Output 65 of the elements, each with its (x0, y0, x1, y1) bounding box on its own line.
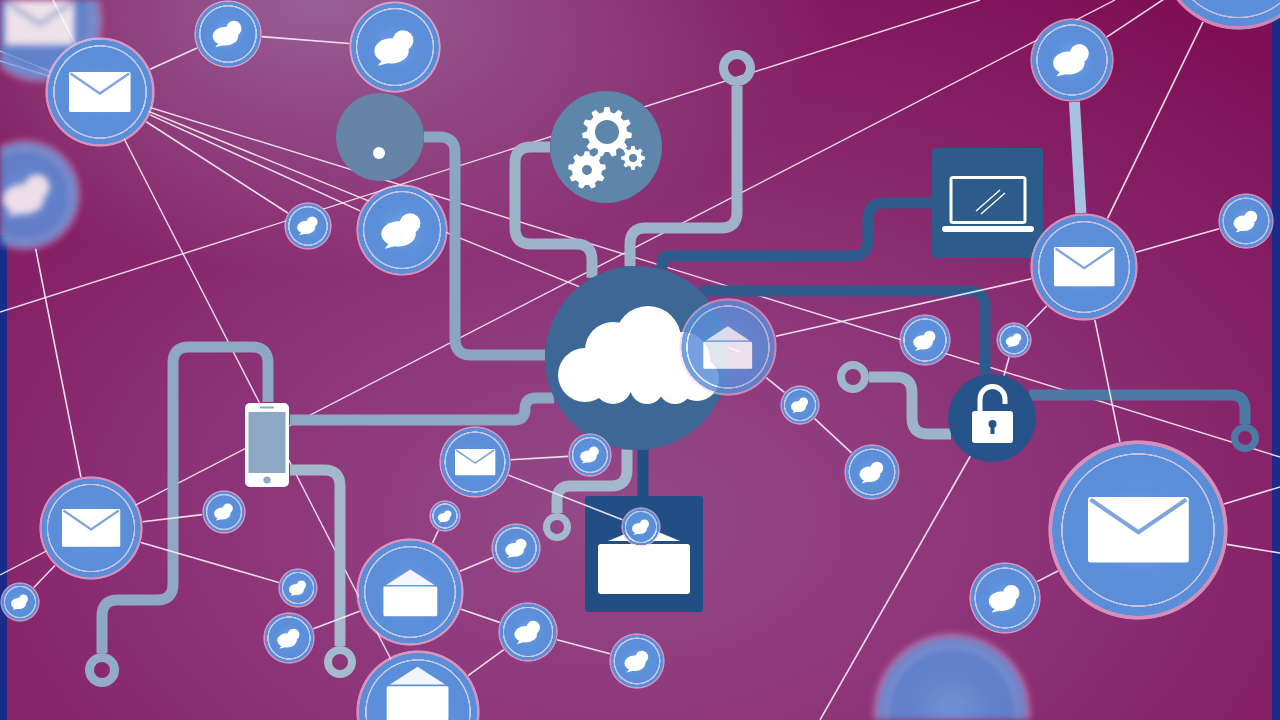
message-bubble (874, 634, 1030, 720)
network-line (1223, 486, 1280, 505)
message-bubble (278, 568, 318, 608)
message-bubble (621, 507, 661, 547)
laptop-tile (932, 148, 1043, 258)
network-line (459, 556, 494, 573)
pipe-connector (700, 285, 991, 375)
message-bubble (284, 202, 332, 250)
terminal-ring (85, 653, 119, 687)
network-line (149, 47, 198, 71)
message-bubble (356, 184, 448, 276)
pipe-connector (290, 392, 555, 426)
message-bubble (0, 582, 40, 622)
network-line (775, 278, 1033, 338)
smartphone-icon (244, 402, 290, 488)
network-line (1036, 570, 1059, 583)
pipe-connector (509, 141, 598, 278)
network-line (510, 455, 569, 461)
message-bubble (429, 500, 461, 532)
pipe-connector (96, 341, 274, 653)
pipe-connector (290, 464, 346, 646)
message-bubble (356, 650, 480, 720)
network-line (1135, 227, 1220, 254)
message-bubble (202, 490, 246, 534)
network-line (460, 608, 501, 624)
message-bubble (45, 37, 155, 147)
pipe-connector (869, 371, 951, 440)
message-bubble (996, 322, 1032, 358)
pipe-connector (656, 197, 932, 270)
network-line (312, 610, 361, 630)
pipe-connector (551, 449, 633, 513)
network-line (145, 121, 289, 214)
network-line (33, 564, 56, 589)
message-bubble (899, 314, 951, 366)
mail-tile (585, 496, 703, 612)
network-line (431, 529, 440, 544)
pipe-connector (1068, 101, 1087, 214)
message-bubble (780, 385, 820, 425)
terminal-ring (719, 50, 755, 86)
network-line (149, 114, 361, 212)
message-bubble (0, 140, 80, 250)
pipe-connector (1029, 389, 1251, 424)
network-line (1094, 319, 1121, 443)
network-line (141, 513, 203, 523)
network-line (507, 474, 624, 521)
network-line (1226, 543, 1280, 554)
network-line (467, 648, 505, 677)
message-bubble (568, 433, 612, 477)
network-line (1003, 356, 1010, 377)
pipe-connector (424, 131, 546, 361)
pipe-connector (624, 86, 743, 267)
network-line (34, 248, 82, 478)
network-line (819, 455, 971, 720)
message-bubble (1175, 0, 1280, 30)
message-bubble (263, 612, 315, 664)
network-line (813, 417, 853, 454)
message-bubble (491, 523, 541, 573)
network-line (1106, 21, 1204, 220)
network-line (765, 376, 786, 394)
network-line (261, 35, 350, 45)
network-line (140, 541, 280, 584)
terminal-ring (837, 361, 869, 393)
network-line (1025, 305, 1048, 328)
pipe-connector (637, 449, 649, 496)
network-line (556, 638, 611, 655)
